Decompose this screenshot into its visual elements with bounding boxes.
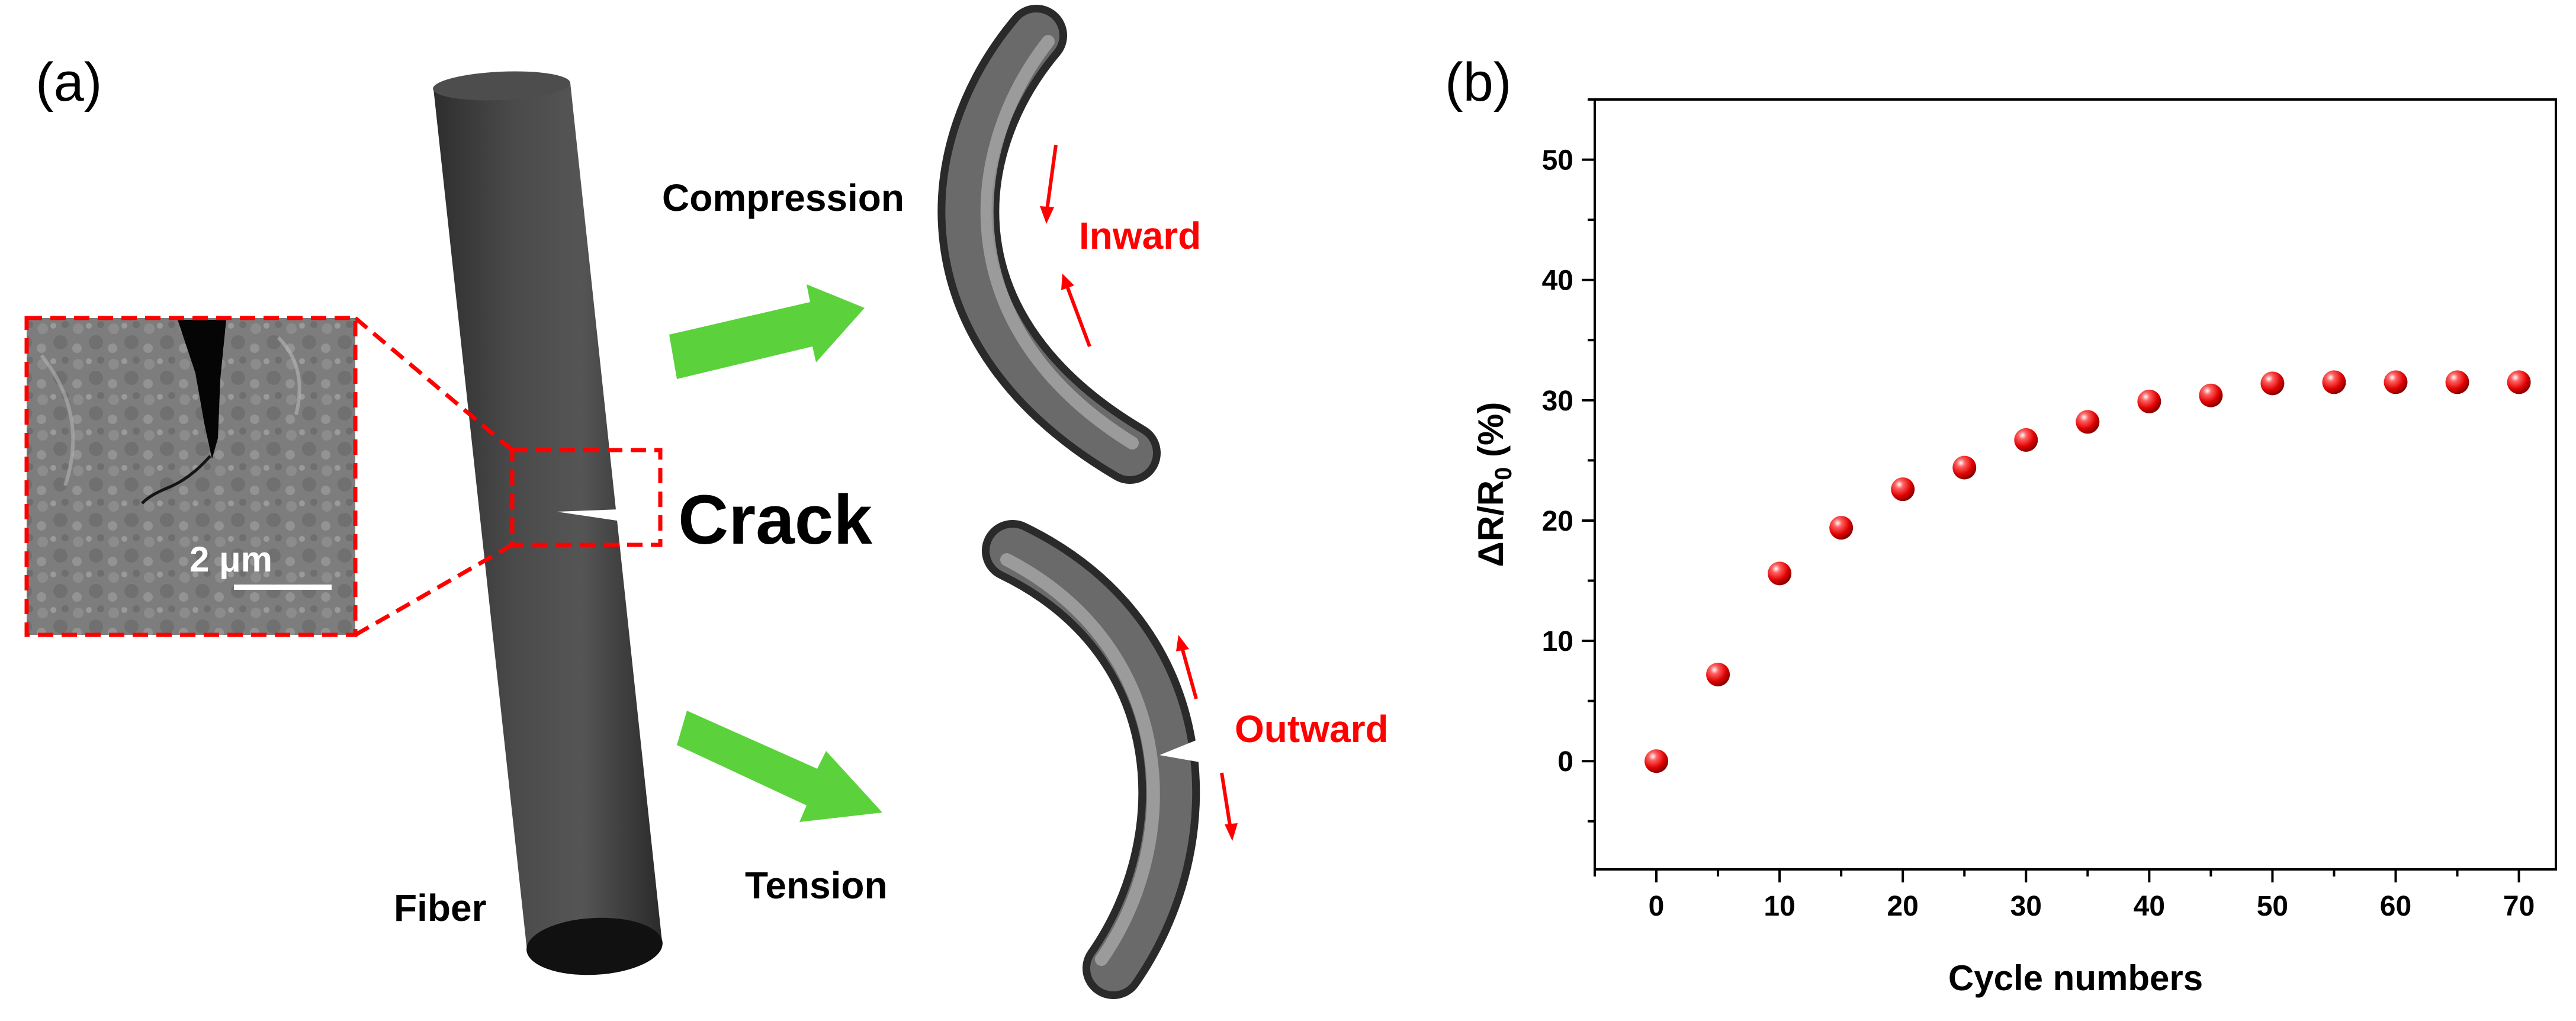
x-tick-label: 10	[1764, 891, 1795, 922]
crack-notch	[557, 509, 621, 521]
outward-arrow-top	[1180, 645, 1198, 699]
x-tick-label: 70	[2503, 891, 2535, 922]
panel-b-label: (b)	[1445, 52, 1511, 113]
tensioned-fiber	[982, 520, 1203, 999]
fiber-label: Fiber	[394, 887, 486, 929]
crack-label: Crack	[678, 481, 872, 559]
axes: 0 10 20 30 40 50 60 70 0 10 20 30 40 50	[1542, 98, 2535, 922]
scale-bar	[234, 585, 332, 590]
data-point	[1829, 516, 1854, 540]
scale-bar-label: 2 μm	[189, 540, 272, 579]
data-point	[2199, 383, 2223, 407]
fiber-illustration	[433, 71, 663, 975]
compression-label: Compression	[662, 176, 904, 219]
data-point	[2322, 370, 2346, 394]
data-point	[1891, 477, 1915, 502]
outward-label: Outward	[1235, 708, 1389, 750]
x-tick-label: 50	[2257, 891, 2288, 922]
compressed-fiber	[937, 5, 1161, 484]
y-tick-label: 20	[1542, 506, 1573, 537]
outward-arrow-bottom	[1220, 772, 1232, 830]
sem-inset-image: 2 μm	[24, 316, 358, 637]
x-tick-label: 60	[2380, 891, 2411, 922]
data-point	[2014, 428, 2038, 452]
data-point	[2260, 371, 2285, 396]
x-tick-label: 20	[1887, 891, 1918, 922]
y-tick-label: 0	[1557, 746, 1573, 778]
plot-frame	[1594, 98, 2557, 871]
compression-arrow	[669, 284, 865, 379]
data-points	[1644, 370, 2531, 773]
y-tick-label: 10	[1542, 626, 1573, 657]
panel-a-schematic: (a) Fiber Crack 2 μm Compression	[24, 5, 1389, 999]
data-point	[1644, 749, 1669, 773]
sem-crack	[178, 320, 226, 459]
tension-label: Tension	[745, 864, 888, 907]
data-point	[2507, 370, 2531, 394]
inward-arrow-top	[1045, 145, 1058, 215]
crack-highlight-box	[510, 448, 663, 547]
inward-label: Inward	[1079, 214, 1201, 257]
tension-arrow	[677, 711, 882, 822]
x-axis-label: Cycle numbers	[1948, 958, 2203, 998]
y-axis-label: ΔR/R0 (%)	[1471, 402, 1517, 567]
x-tick-label: 0	[1649, 891, 1665, 922]
x-tick-label: 40	[2134, 891, 2165, 922]
x-tick-label: 30	[2010, 891, 2042, 922]
panel-a-label: (a)	[36, 52, 102, 113]
data-point	[1706, 662, 1730, 686]
y-tick-label: 30	[1542, 386, 1573, 417]
data-point	[1952, 455, 1977, 480]
data-point	[2445, 370, 2469, 394]
fiber-end-face	[526, 917, 663, 975]
data-point	[2076, 410, 2100, 434]
data-point	[1768, 561, 1792, 586]
data-point	[2384, 370, 2408, 394]
y-tick-label: 50	[1542, 145, 1573, 176]
panel-b-chart: (b) 0 10 20 30 40 50 60 70 0 10 20 30 40 50 Cycle num…	[1445, 52, 2557, 998]
inward-arrow-bottom	[1064, 282, 1091, 348]
y-tick-label: 40	[1542, 265, 1573, 297]
sem-inset-border	[24, 316, 358, 637]
zoom-line-top	[354, 316, 514, 452]
data-point	[2137, 389, 2161, 413]
zoom-line-bottom	[354, 542, 513, 637]
